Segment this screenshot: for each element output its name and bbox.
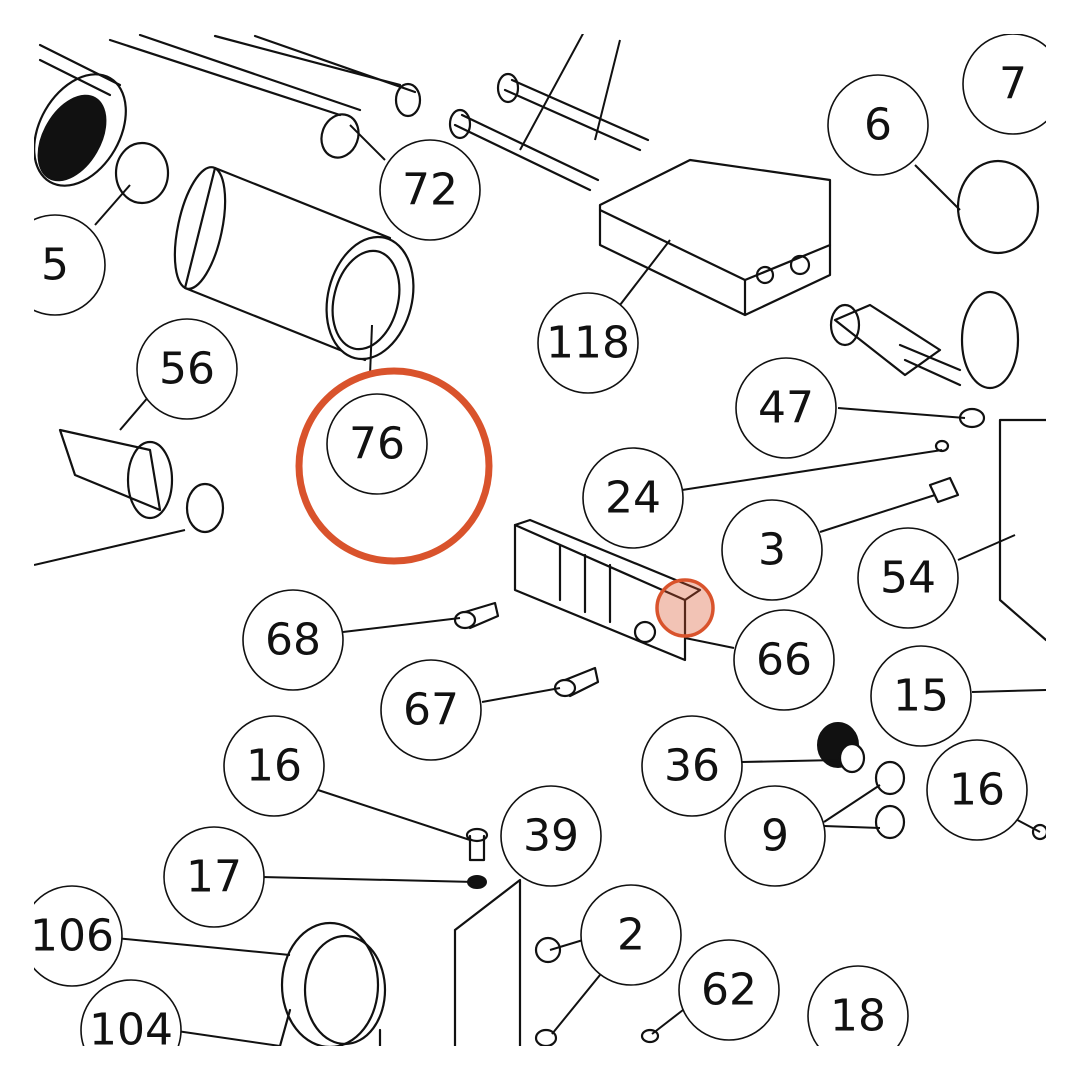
part-76-cylinder <box>173 166 415 362</box>
callout-16-left: 16 <box>223 715 325 817</box>
part-68-67-screws <box>453 601 600 698</box>
svg-text:62: 62 <box>701 965 757 1016</box>
callout-106: 106 <box>30 885 123 987</box>
svg-text:7: 7 <box>999 59 1027 110</box>
callout-2: 2 <box>580 884 682 986</box>
part-2-washer-lower <box>534 1028 558 1046</box>
part-2-washer <box>534 936 562 964</box>
highlight-ring-76 <box>295 367 493 565</box>
callout-104: 104 <box>80 979 182 1056</box>
svg-text:56: 56 <box>159 344 215 395</box>
svg-text:68: 68 <box>265 615 321 666</box>
callout-62: 62 <box>678 939 780 1041</box>
svg-text:67: 67 <box>403 685 459 736</box>
callout-36: 36 <box>641 715 743 817</box>
callout-66: 66 <box>733 609 835 711</box>
part-screws <box>448 72 650 192</box>
part-barrel-tube <box>34 43 127 187</box>
part-5-oring <box>114 141 170 205</box>
callout-7: 7 <box>962 34 1046 135</box>
svg-text:66: 66 <box>756 635 812 686</box>
callout-15: 15 <box>870 645 972 747</box>
svg-text:24: 24 <box>605 473 661 524</box>
svg-text:3: 3 <box>758 525 786 576</box>
callout-bubbles: 5 6 7 72 118 76 <box>30 34 1046 1056</box>
callout-56: 56 <box>136 318 238 420</box>
callout-5: 5 <box>34 214 106 316</box>
part-16-17 <box>465 827 489 889</box>
part-118-bracket <box>598 158 832 317</box>
highlight-annotations <box>295 367 715 638</box>
part-62-pin <box>640 1028 660 1044</box>
callout-24: 24 <box>582 447 684 549</box>
svg-text:36: 36 <box>664 741 720 792</box>
callout-72: 72 <box>379 139 481 241</box>
highlight-dot-66 <box>655 578 715 638</box>
svg-text:16: 16 <box>246 741 302 792</box>
part-3 <box>928 476 960 504</box>
svg-text:54: 54 <box>880 553 936 604</box>
part-24 <box>934 439 950 453</box>
svg-text:17: 17 <box>186 852 242 903</box>
part-16-right <box>1031 823 1046 841</box>
svg-text:18: 18 <box>830 991 886 1042</box>
part-56-fitting <box>58 428 225 534</box>
part-54-body <box>998 418 1046 642</box>
svg-text:9: 9 <box>761 811 789 862</box>
svg-text:106: 106 <box>30 911 114 962</box>
part-66-rail <box>513 518 702 662</box>
svg-text:15: 15 <box>893 671 949 722</box>
svg-text:16: 16 <box>949 765 1005 816</box>
part-106-gauge <box>278 921 387 1046</box>
callout-67: 67 <box>380 659 482 761</box>
callout-18: 18 <box>807 965 909 1046</box>
part-drawings <box>34 34 1046 1046</box>
svg-text:47: 47 <box>758 383 814 434</box>
svg-text:104: 104 <box>89 1005 173 1056</box>
svg-text:2: 2 <box>617 910 645 961</box>
callout-6: 6 <box>827 74 929 176</box>
part-39-block <box>453 878 522 1046</box>
callout-47: 47 <box>735 357 837 459</box>
part-36-9 <box>817 722 906 840</box>
svg-text:118: 118 <box>546 318 630 369</box>
callout-54: 54 <box>857 527 959 629</box>
callout-3: 3 <box>721 499 823 601</box>
part-valve-assembly <box>829 290 1020 390</box>
callout-118: 118 <box>537 292 639 394</box>
svg-text:39: 39 <box>523 811 579 862</box>
callout-76: 76 <box>326 393 428 495</box>
callout-17: 17 <box>163 826 265 928</box>
svg-text:72: 72 <box>402 165 458 216</box>
svg-text:6: 6 <box>864 100 892 151</box>
callout-9: 9 <box>724 785 826 887</box>
svg-text:76: 76 <box>349 419 405 470</box>
callout-39: 39 <box>500 785 602 887</box>
callout-68: 68 <box>242 589 344 691</box>
part-72-rods <box>108 34 422 159</box>
part-6-oring <box>956 159 1040 255</box>
callout-16-right: 16 <box>926 739 1028 841</box>
svg-text:5: 5 <box>41 240 69 291</box>
leader-lines <box>34 34 1046 1046</box>
